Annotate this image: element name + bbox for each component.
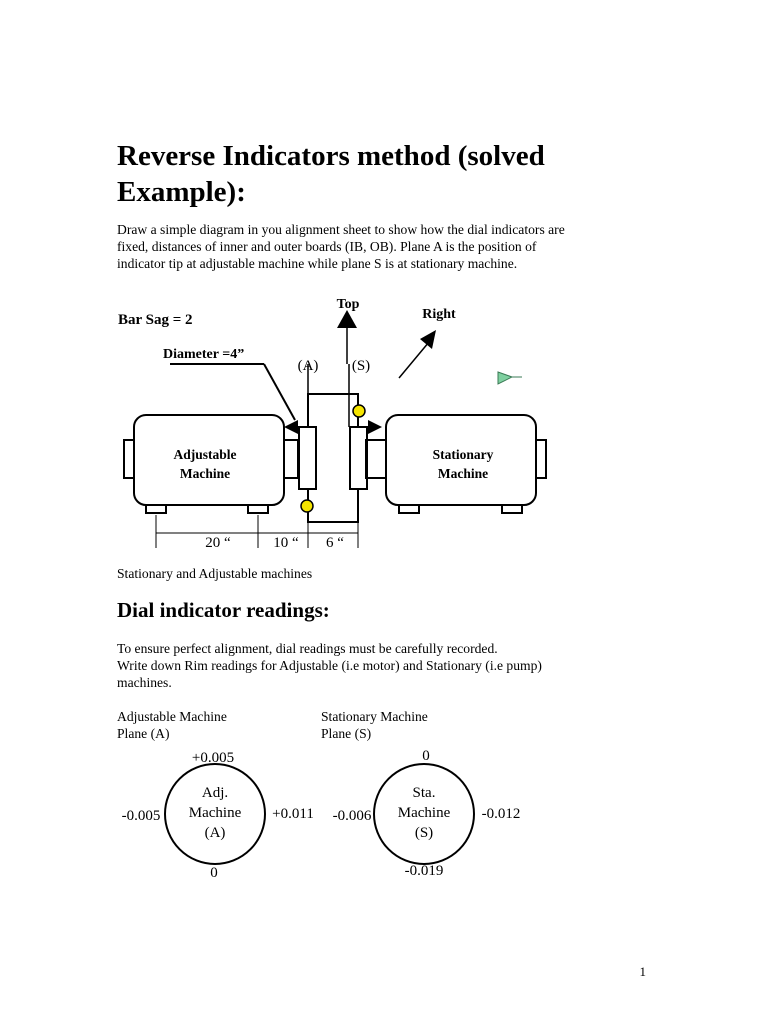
dim-20: 20 “ [205,535,231,551]
dial-readings-diagram: Adj. Machine (A) +0.005 -0.005 +0.011 0 … [122,748,521,881]
stationary-shaft [365,439,387,479]
readings-line-2: Write down Rim readings for Adjustable (… [117,658,542,673]
stationary-rear-hub [535,439,547,479]
indicator-tip-s [368,420,382,434]
stationary-circle-text-3: (S) [415,825,433,841]
adjustable-foot-left [145,504,167,514]
right-arrow-shaft [398,341,430,379]
alignment-diagram: Adjustable Machine (A) (S) Stationary Ma… [118,297,547,551]
adjustable-circle-text-3: (A) [205,825,226,841]
dim-6: 6 “ [326,535,344,551]
stationary-reading-top: 0 [422,748,430,764]
right-arrow-icon [420,330,436,349]
adjustable-reading-left: -0.005 [122,808,161,824]
adjustable-shaft [283,439,299,479]
stationary-circle-text-2: Machine [398,805,451,821]
intro-paragraph: Draw a simple diagram in you alignment s… [117,221,657,272]
diameter-leader-diag [263,363,296,421]
section-heading: Dial indicator readings: [117,598,330,622]
indicator-dot-a [300,499,314,513]
adjustable-circle-text-1: Adj. [202,785,228,801]
stationary-reading-bottom: -0.019 [405,863,444,879]
intro-line-2: fixed, distances of inner and outer boar… [117,239,537,254]
right-label: Right [422,307,456,322]
adjustable-reading-right: +0.011 [272,806,314,822]
diagram-caption: Stationary and Adjustable machines [117,566,313,581]
intro-line-3: indicator tip at adjustable machine whil… [117,256,518,271]
adjustable-dial-circle [164,763,266,865]
adjustable-reading-top: +0.005 [192,750,234,766]
adjustable-label-line2: Plane (A) [117,726,170,741]
readings-paragraph: To ensure perfect alignment, dial readin… [117,640,657,691]
intro-line-1: Draw a simple diagram in you alignment s… [117,222,565,237]
adjustable-label-line1: Adjustable Machine [117,709,227,724]
stationary-foot-left [398,504,420,514]
top-label: Top [337,297,360,312]
stationary-reading-left: -0.006 [333,808,372,824]
cursor-icon [497,371,522,385]
adjustable-rear-hub [123,439,135,479]
plane-a-label: (A) [298,358,319,374]
stationary-dial-circle [373,763,475,865]
stationary-foot-right [501,504,523,514]
stationary-label-line1: Stationary Machine [321,709,428,724]
adjustable-plane-label: Adjustable Machine Plane (A) [117,708,317,742]
adjustable-circle-text-2: Machine [189,805,242,821]
indicator-bracket-top [307,393,359,427]
diameter-label: Diameter =4” [163,347,244,362]
adjustable-foot-right [247,504,269,514]
top-arrow-icon [337,310,357,328]
page-number: 1 [639,964,647,979]
indicator-bracket-bottom [307,489,359,523]
stationary-circle-text-1: Sta. [413,785,436,801]
adjustable-label-1: Adjustable [173,447,236,462]
dim-10: 10 “ [273,535,299,551]
stationary-label-1: Stationary [433,447,494,462]
stationary-label-2: Machine [438,466,488,481]
indicator-tip-a [284,420,298,434]
indicator-dot-s [352,404,366,418]
plane-s-label: (S) [352,358,370,374]
coupling-half-s [349,426,368,490]
adjustable-label-2: Machine [180,466,230,481]
readings-line-1: To ensure perfect alignment, dial readin… [117,641,498,656]
adjustable-reading-bottom: 0 [210,865,218,881]
stationary-plane-label: Stationary Machine Plane (S) [321,708,521,742]
bar-sag-label: Bar Sag = 2 [118,312,193,328]
coupling-half-a [298,426,317,490]
stationary-label-line2: Plane (S) [321,726,372,741]
readings-line-3: machines. [117,675,172,690]
stationary-reading-right: -0.012 [482,806,521,822]
page-title: Reverse Indicators method (solved Exampl… [117,140,545,208]
